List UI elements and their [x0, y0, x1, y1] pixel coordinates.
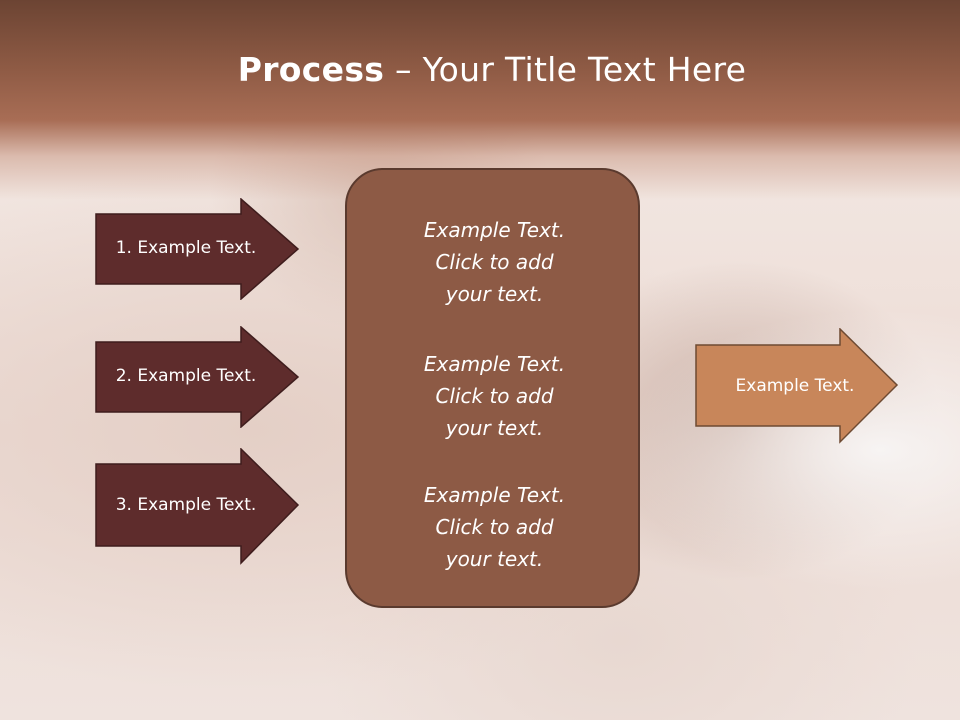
arrow-shape-icon — [95, 326, 300, 428]
center-block-line: Click to add — [435, 250, 554, 274]
slide-title[interactable]: Process – Your Title Text Here — [0, 50, 960, 89]
center-text-box[interactable]: Example Text. Click to add your text. Ex… — [345, 168, 640, 608]
arrow-shape-icon — [95, 448, 300, 565]
center-block-line: your text. — [445, 547, 544, 571]
title-bold: Process — [237, 50, 385, 89]
center-block-line: Example Text. — [423, 483, 566, 507]
center-block-line: Example Text. — [423, 352, 566, 376]
center-block-line: your text. — [445, 416, 544, 440]
center-block-line: your text. — [445, 282, 544, 306]
output-label: Example Text. — [735, 375, 855, 396]
title-bar — [0, 0, 960, 200]
arrow-shape-icon — [695, 328, 899, 444]
step-arrow-3[interactable]: 3. Example Text. — [95, 448, 300, 565]
step-arrow-1[interactable]: 1. Example Text. — [95, 198, 300, 300]
center-block-line: Click to add — [435, 384, 554, 408]
center-block-line: Example Text. — [423, 218, 566, 242]
output-arrow[interactable]: Example Text. — [695, 328, 900, 444]
step-label-3: 3. Example Text. — [115, 495, 257, 515]
center-block-line: Click to add — [435, 515, 554, 539]
center-block-2[interactable]: Example Text. Click to add your text. — [347, 348, 642, 444]
title-rest: – Your Title Text Here — [384, 50, 747, 89]
center-block-3[interactable]: Example Text. Click to add your text. — [347, 479, 642, 575]
step-arrow-2[interactable]: 2. Example Text. — [95, 326, 300, 428]
arrow-shape-icon — [95, 198, 300, 300]
step-label-2: 2. Example Text. — [115, 366, 257, 386]
step-label-1: 1. Example Text. — [115, 238, 257, 258]
center-block-1[interactable]: Example Text. Click to add your text. — [347, 214, 642, 310]
